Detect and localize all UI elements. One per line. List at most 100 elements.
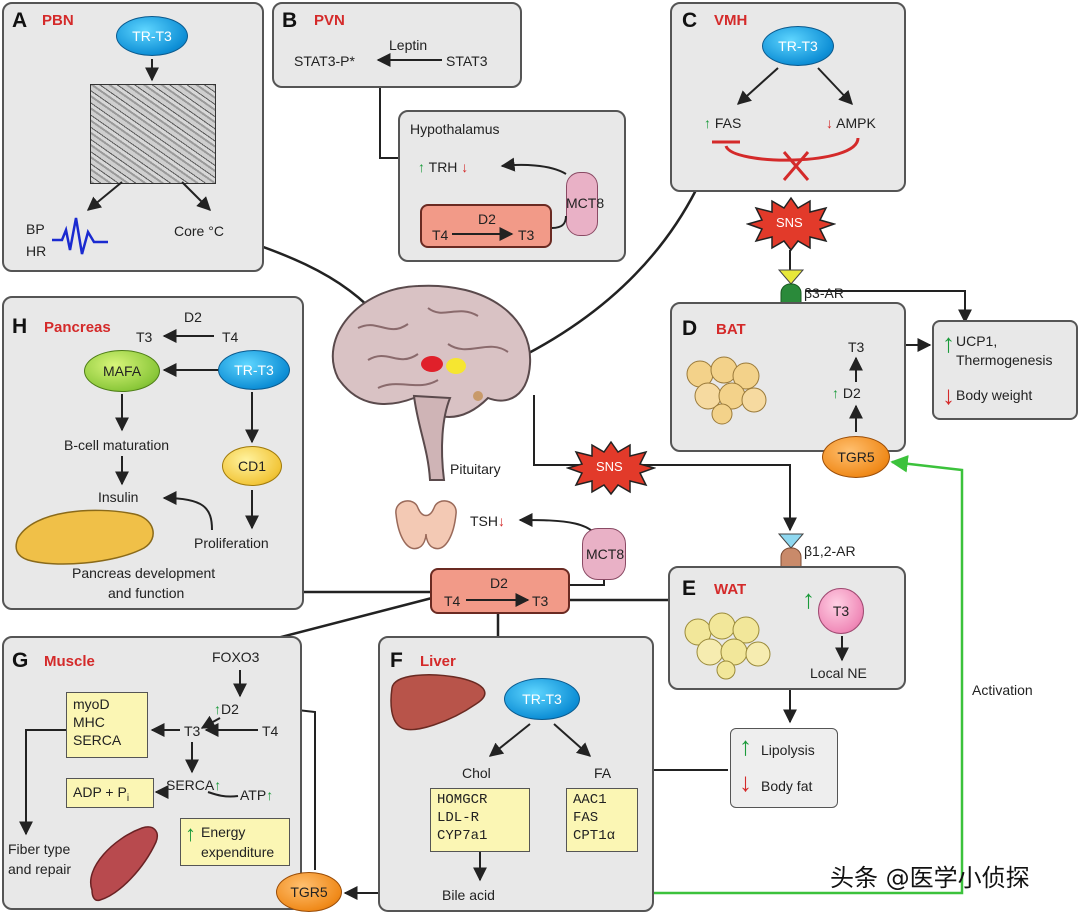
pituitary-icon [473, 391, 483, 401]
core-temp-label: Core °C [174, 223, 224, 239]
liver-organ-icon [390, 674, 486, 731]
thermogenesis-label: Thermogenesis [956, 352, 1053, 368]
muscle-arrows [19, 670, 258, 902]
pvn-nucleus-icon [421, 356, 443, 372]
ucp1-label: UCP1, [956, 333, 998, 349]
chol-genes-box: HOMGCR LDL-R CYP7a1 [430, 788, 530, 852]
pancreas-dev-label: Pancreas development [72, 565, 216, 581]
mct8-salmon-line [570, 578, 605, 586]
activation-arrow [525, 455, 964, 895]
panel-title: PBN [42, 12, 74, 29]
fiber-type-label: Fiber type [8, 841, 71, 857]
b3ar-label: β3-AR [804, 285, 844, 301]
panel-title: VMH [714, 12, 748, 29]
panel-muscle: G Muscle FOXO3 ↑D2 T3 T4 myoD MHC SERCA … [2, 636, 302, 910]
tr-t3-node: TR-T3 [504, 678, 580, 720]
muscle-genes-box: myoD MHC SERCA [66, 692, 148, 758]
panel-letter: E [682, 577, 697, 600]
b12ar-label: β1,2-AR [804, 543, 856, 559]
gene-item: MHC [73, 714, 105, 730]
tr-t3-node: TR-T3 [218, 350, 290, 390]
t4-label: T4 [444, 593, 461, 609]
panel-liver: F Liver TR-T3 Chol FA HOMGCR LDL-R CYP7a… [378, 636, 654, 912]
hypothalamus-label: Hypothalamus [410, 121, 500, 137]
neuron-micrograph [90, 84, 216, 184]
muscle-connector [257, 596, 433, 645]
t4-t3-arrow [466, 593, 530, 607]
up-arrow-icon: ↑ [739, 731, 752, 761]
gene-item: myoD [73, 696, 110, 712]
white-fat-cells-icon [684, 612, 771, 680]
t3-wat-node: T3 [818, 588, 864, 634]
panel-hypothalamus: Hypothalamus ↑ TRH ↓ D2 T4 T3 MCT8 [398, 110, 626, 262]
lipolysis-outcome-box: ↑ Lipolysis ↓ Body fat [730, 728, 838, 808]
adp-subscript: i [126, 792, 130, 804]
t4-label: T4 [432, 227, 449, 243]
panel-vmh: C VMH TR-T3 ↑ FAS ↓ AMPK [670, 2, 906, 192]
body-weight-label: Body weight [956, 387, 1033, 403]
mct8-transporter-icon [582, 528, 626, 580]
stat3-label: STAT3 [446, 53, 488, 69]
gene-item: HOMGCR [437, 792, 488, 808]
pancreas-function-label: and function [108, 585, 185, 601]
up-arrow-icon: ↑ [802, 584, 815, 614]
d2-label: D2 [490, 575, 508, 591]
panel-pbn: A PBN TR-T3 BP HR Core °C [2, 2, 264, 272]
expenditure-label: expenditure [201, 844, 275, 860]
vmh-arrows [712, 67, 860, 181]
local-ne-label: Local NE [810, 665, 867, 681]
pancreas-organ-icon [15, 509, 154, 565]
deiodinase-center-box: D2 T4 T3 [430, 568, 570, 614]
bile-acid-label: Bile acid [442, 887, 495, 903]
d2-label: ↑ D2 [832, 385, 861, 401]
energy-label: Energy [201, 824, 246, 840]
mafa-node: MAFA [84, 350, 160, 392]
panel-letter: D [682, 317, 698, 340]
panel-letter: C [682, 9, 698, 32]
energy-expenditure-box: ↑ Energy expenditure [180, 818, 290, 866]
bat-arrows [849, 356, 863, 432]
pituitary-label: Pituitary [450, 461, 501, 477]
bp-label: BP [26, 221, 45, 237]
gene-item: FAS [573, 810, 599, 826]
d2-label: ↑D2 [214, 701, 239, 717]
pancreas-arrows [15, 329, 259, 565]
bcell-maturation-label: B-cell maturation [64, 437, 170, 453]
sns-label-top: SNS [776, 215, 803, 230]
ampk-label: ↓ AMPK [826, 115, 876, 131]
up-arrow-icon: ↑ [942, 328, 955, 358]
panel-title: Liver [420, 653, 456, 670]
gene-item: CYP7a1 [437, 828, 488, 844]
gene-item: AAC1 [573, 792, 607, 808]
cd1-node: CD1 [222, 446, 282, 486]
panel-letter: A [12, 9, 28, 32]
down-arrow-icon: ↓ [739, 767, 752, 797]
gene-item: SERCA [73, 732, 122, 748]
wat-arrows [835, 636, 849, 662]
mct8-transporter-icon [566, 172, 598, 236]
gene-item: LDL-R [437, 810, 480, 826]
tsh-label: TSH↓ [470, 513, 505, 529]
mct8-label: MCT8 [566, 195, 605, 211]
tgr5-bat-node: TGR5 [822, 436, 890, 478]
atp-label: ATP↑ [240, 787, 274, 803]
tr-t3-node: TR-T3 [762, 26, 834, 66]
brown-fat-cells-icon [686, 356, 767, 425]
panel-pancreas: H Pancreas D2 T3 T4 MAFA TR-T3 B-cell ma… [2, 296, 304, 610]
sns-label-center: SNS [596, 459, 623, 474]
panel-title: WAT [714, 581, 747, 598]
proliferation-label: Proliferation [194, 535, 269, 551]
d2-label: D2 [184, 309, 202, 325]
chol-label: Chol [462, 765, 491, 781]
down-arrow-icon: ↓ [942, 380, 955, 410]
muscle-organ-icon [89, 826, 158, 902]
fa-label: FA [594, 765, 612, 781]
hr-label: HR [26, 243, 47, 259]
panel-title: Pancreas [44, 319, 111, 336]
tr-t3-node: TR-T3 [116, 16, 188, 56]
tgr5-muscle-node: TGR5 [276, 872, 342, 912]
deiodinase-box: D2 T4 T3 [420, 204, 552, 248]
t3-label: T3 [184, 723, 201, 739]
heart-trace-icon [52, 217, 108, 255]
